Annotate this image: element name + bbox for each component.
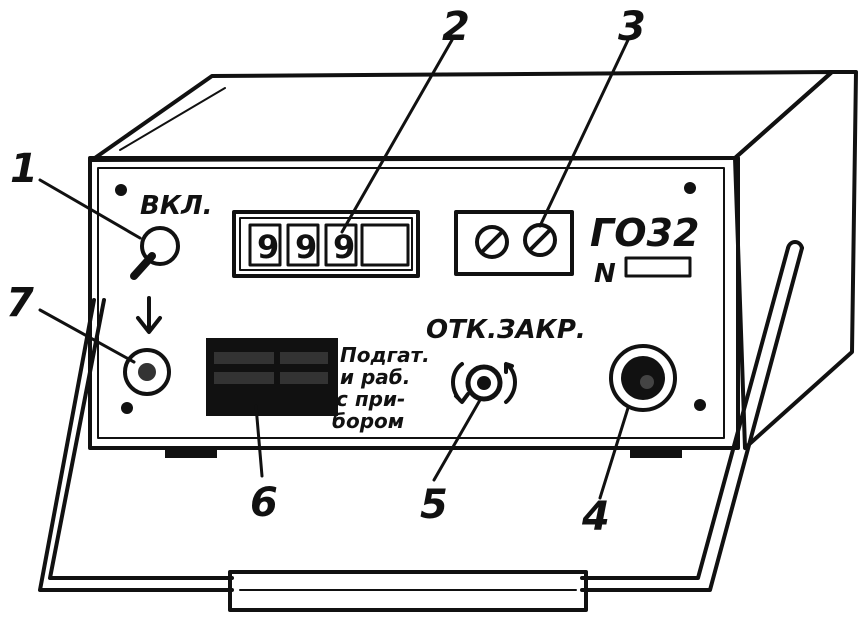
indicator-line-3: с при-	[336, 387, 405, 411]
callout-2: 2	[442, 4, 470, 50]
serial-number-prefix: N	[594, 259, 616, 289]
callout-leaders	[38, 38, 630, 500]
screw-top-right	[684, 182, 696, 194]
adjustment-dials	[454, 210, 574, 276]
power-switch: ВКЛ.	[130, 191, 213, 280]
callout-5: 5	[420, 482, 448, 528]
callout-numbers: 1 2 3 4 5 6 7	[6, 4, 646, 540]
front-panel	[88, 156, 740, 450]
callout-1: 1	[10, 146, 38, 192]
digital-display: 9 9 9	[232, 210, 420, 278]
output-connector	[609, 344, 677, 412]
foot-left	[165, 448, 217, 458]
screw-top-left	[115, 184, 127, 196]
indicator-line-4: бором	[332, 409, 404, 433]
handle-grip	[228, 570, 588, 612]
screw-bottom-right	[694, 399, 706, 411]
housing	[88, 70, 858, 458]
leader-2	[340, 38, 454, 234]
screws	[115, 182, 706, 414]
leader-6	[254, 404, 264, 478]
front-panel-inner	[97, 167, 725, 439]
leader-4	[598, 406, 630, 500]
toggle-lever	[130, 252, 156, 280]
svg-text:9: 9	[333, 228, 355, 266]
callout-4: 4	[581, 494, 610, 540]
housing-side	[733, 70, 858, 450]
leader-1	[38, 178, 142, 240]
housing-top	[90, 70, 834, 162]
leader-5	[432, 398, 482, 482]
svg-text:9: 9	[257, 228, 279, 266]
arrow-down-icon	[136, 296, 162, 334]
display-digit-2: 9	[286, 223, 320, 267]
leader-3	[538, 38, 630, 228]
serial-number-plate	[624, 256, 692, 278]
model-label-group: ГО32 N	[590, 211, 699, 289]
display-digit-3: 9	[324, 223, 358, 267]
display-blank-cell	[360, 223, 410, 267]
svg-text:9: 9	[295, 228, 317, 266]
open-close-knob: ОТК.ЗАКР.	[426, 315, 586, 404]
housing-ridge	[119, 87, 226, 151]
dial-right	[523, 223, 557, 257]
input-socket	[123, 296, 171, 396]
indicator-line-2: и раб.	[340, 365, 410, 389]
rotate-left-arrow-icon	[451, 362, 470, 404]
callout-6: 6	[250, 480, 278, 526]
open-close-label: ОТК.ЗАКР.	[426, 315, 586, 345]
screw-bottom-left	[121, 402, 133, 414]
callout-7: 7	[6, 280, 34, 326]
carry-handle	[38, 240, 804, 612]
display-digit-1: 9	[248, 223, 282, 267]
rotate-right-arrow-icon	[504, 362, 517, 404]
leader-7	[38, 308, 136, 364]
indicator-line-1: Подгат.	[340, 343, 430, 367]
callout-3: 3	[618, 4, 646, 50]
foot-right	[630, 448, 682, 458]
power-label: ВКЛ.	[140, 191, 213, 221]
indicator-block: Подгат. и раб. с при- бором	[206, 338, 430, 433]
dial-left	[475, 225, 509, 259]
model-label: ГО32	[590, 211, 699, 255]
